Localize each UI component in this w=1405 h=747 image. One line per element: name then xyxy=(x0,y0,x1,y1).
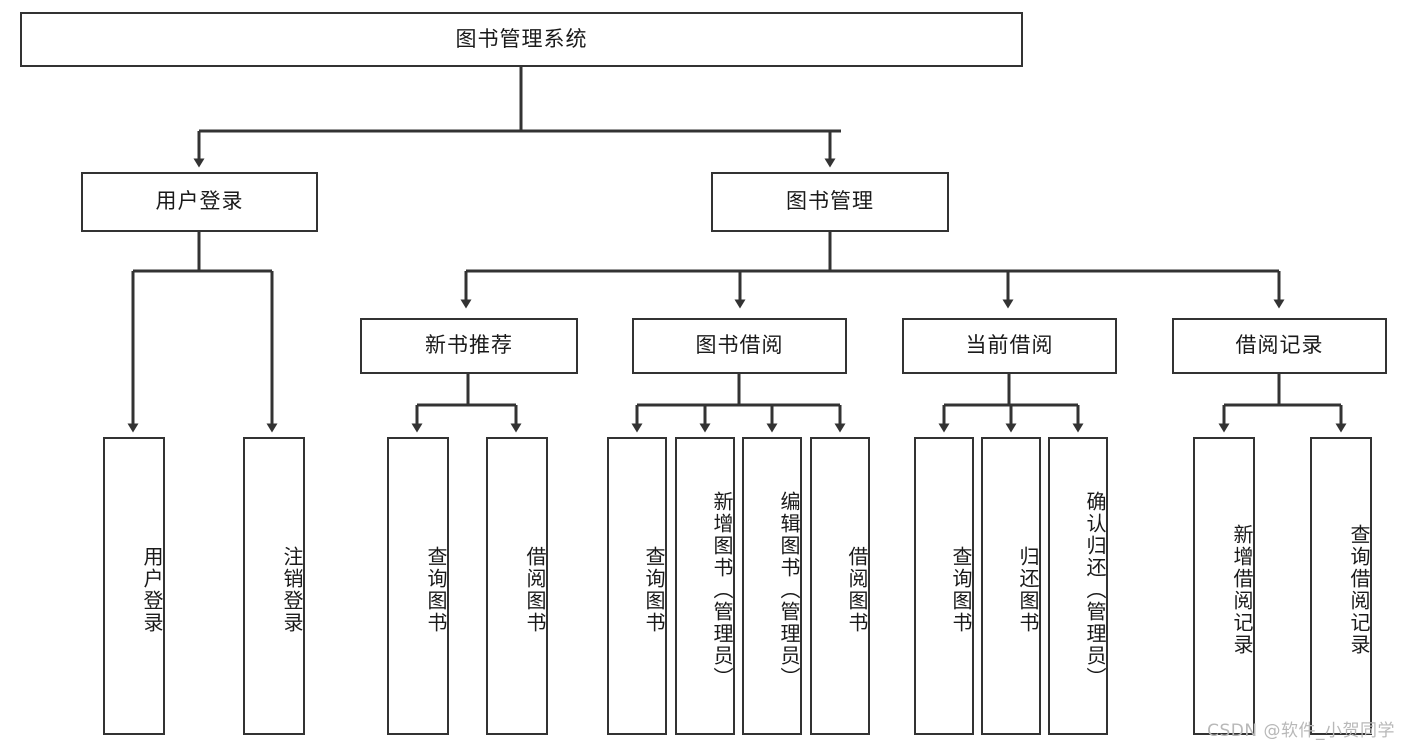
node-leaf-confirm-return[interactable]: 确认归还（管理员） xyxy=(1048,437,1108,735)
node-root-label: 图书管理系统 xyxy=(455,26,588,51)
node-leaf-user-login-label: 用户登录 xyxy=(140,546,164,634)
node-leaf-query-book-2-label: 查询图书 xyxy=(642,546,666,634)
node-leaf-add-record-label: 新增借阅记录 xyxy=(1230,524,1254,656)
node-user-login-label: 用户登录 xyxy=(155,189,244,214)
node-leaf-user-logout[interactable]: 注销登录 xyxy=(243,437,305,735)
node-leaf-query-book-1[interactable]: 查询图书 xyxy=(387,437,449,735)
node-current-borrow-label: 当前借阅 xyxy=(965,333,1054,358)
node-borrow-record-label: 借阅记录 xyxy=(1235,333,1324,358)
node-leaf-edit-book-label: 编辑图书（管理员） xyxy=(777,491,801,689)
node-leaf-query-book-3-label: 查询图书 xyxy=(949,546,973,634)
node-book-borrow[interactable]: 图书借阅 xyxy=(632,318,847,374)
node-leaf-query-record-label: 查询借阅记录 xyxy=(1347,524,1371,656)
node-leaf-user-login[interactable]: 用户登录 xyxy=(103,437,165,735)
node-leaf-return-book-label: 归还图书 xyxy=(1016,546,1040,634)
node-book-borrow-label: 图书借阅 xyxy=(695,333,784,358)
node-leaf-add-book[interactable]: 新增图书（管理员） xyxy=(675,437,735,735)
node-leaf-confirm-return-label: 确认归还（管理员） xyxy=(1083,491,1107,689)
node-leaf-borrow-book-1-label: 借阅图书 xyxy=(523,546,547,634)
node-leaf-query-book-3[interactable]: 查询图书 xyxy=(914,437,974,735)
node-leaf-add-book-label: 新增图书（管理员） xyxy=(710,491,734,689)
node-leaf-query-record[interactable]: 查询借阅记录 xyxy=(1310,437,1372,735)
node-leaf-add-record[interactable]: 新增借阅记录 xyxy=(1193,437,1255,735)
node-leaf-user-logout-label: 注销登录 xyxy=(280,546,304,634)
node-leaf-query-book-1-label: 查询图书 xyxy=(424,546,448,634)
node-leaf-borrow-book-1[interactable]: 借阅图书 xyxy=(486,437,548,735)
node-new-book-recommend[interactable]: 新书推荐 xyxy=(360,318,578,374)
node-new-book-recommend-label: 新书推荐 xyxy=(425,333,513,358)
node-leaf-edit-book[interactable]: 编辑图书（管理员） xyxy=(742,437,802,735)
node-leaf-query-book-2[interactable]: 查询图书 xyxy=(607,437,667,735)
watermark-text: CSDN @软件_小贺同学 xyxy=(1207,721,1395,741)
node-borrow-record[interactable]: 借阅记录 xyxy=(1172,318,1387,374)
node-leaf-return-book[interactable]: 归还图书 xyxy=(981,437,1041,735)
node-leaf-borrow-book-2[interactable]: 借阅图书 xyxy=(810,437,870,735)
node-current-borrow[interactable]: 当前借阅 xyxy=(902,318,1117,374)
node-root[interactable]: 图书管理系统 xyxy=(20,12,1023,67)
node-book-manage[interactable]: 图书管理 xyxy=(711,172,949,232)
node-book-manage-label: 图书管理 xyxy=(786,189,874,214)
node-user-login[interactable]: 用户登录 xyxy=(81,172,318,232)
node-leaf-borrow-book-2-label: 借阅图书 xyxy=(845,546,869,634)
